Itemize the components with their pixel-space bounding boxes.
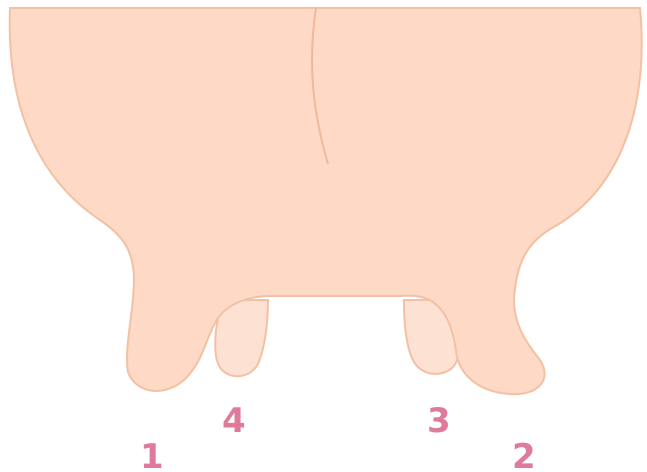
teat-label-1: 1	[140, 437, 164, 472]
teat-label-3: 3	[427, 401, 451, 441]
teat-label-2: 2	[512, 437, 536, 472]
teat-label-4: 4	[222, 401, 246, 441]
udder-body	[10, 8, 642, 394]
